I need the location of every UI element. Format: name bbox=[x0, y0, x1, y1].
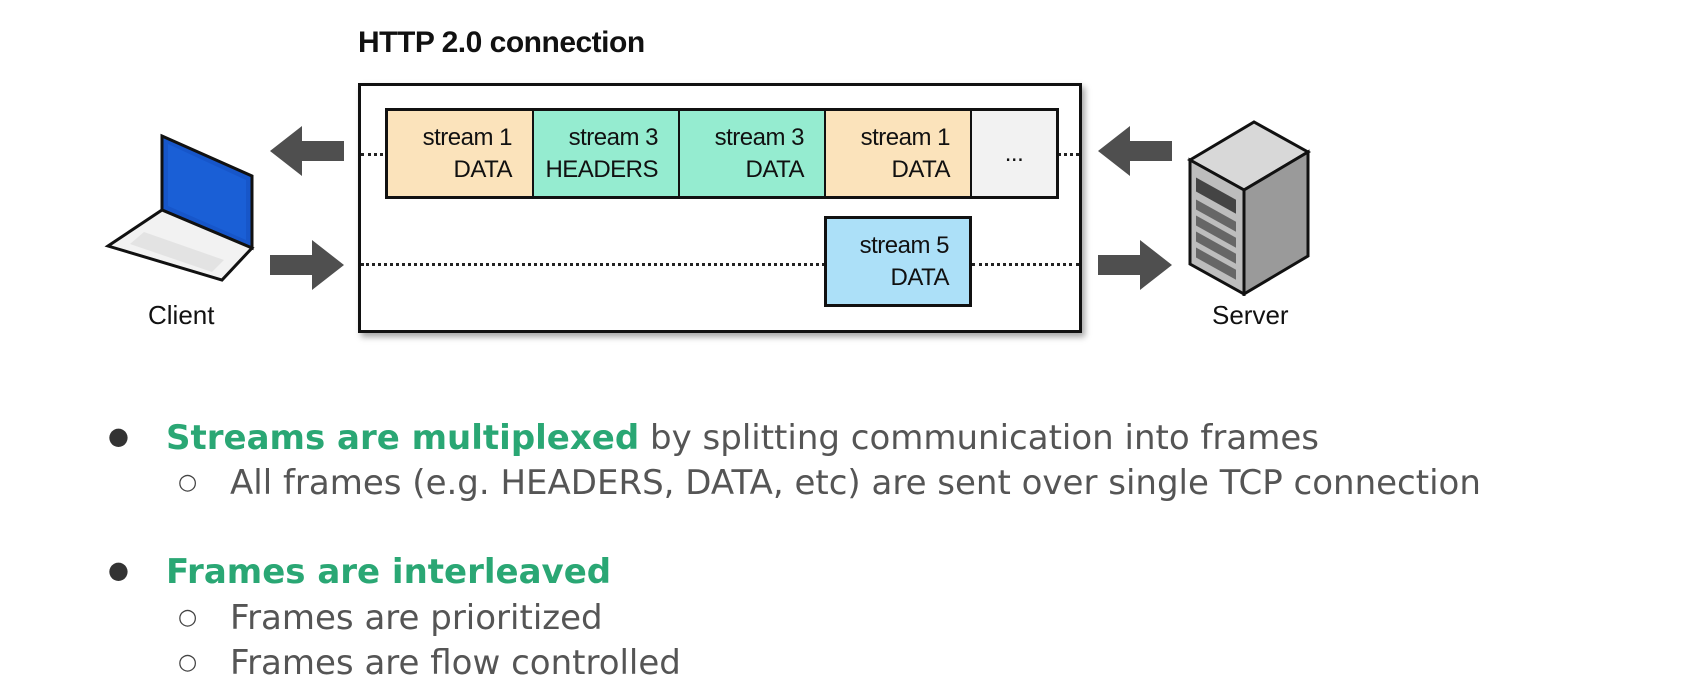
bullet-text: by splitting communication into frames bbox=[639, 418, 1319, 458]
frame-stream-3-headers: stream 3 HEADERS bbox=[534, 111, 680, 196]
sub-bullet-dot-icon: ○ bbox=[178, 650, 198, 675]
arrow-left-icon bbox=[270, 126, 344, 176]
sub-bullet-text: All frames (e.g. HEADERS, DATA, etc) are… bbox=[230, 463, 1481, 503]
frame-ellipsis: ... bbox=[972, 111, 1056, 196]
connection-box: stream 1 DATA stream 3 HEADERS stream 3 … bbox=[358, 83, 1082, 333]
top-frame-row: stream 1 DATA stream 3 HEADERS stream 3 … bbox=[385, 108, 1059, 199]
frame-label-line1: stream 3 bbox=[568, 123, 659, 151]
frame-label-line2: DATA bbox=[890, 263, 950, 291]
frame-label-line1: ... bbox=[1004, 139, 1024, 167]
sub-bullet-text: Frames are flow controlled bbox=[230, 643, 681, 683]
frame-label-line1: stream 5 bbox=[859, 231, 950, 259]
client-label: Client bbox=[148, 300, 215, 330]
frame-label-line1: stream 3 bbox=[714, 123, 805, 151]
diagram-title: HTTP 2.0 connection bbox=[358, 26, 645, 59]
sub-bullet-item: ○ All frames (e.g. HEADERS, DATA, etc) a… bbox=[108, 463, 1481, 503]
frame-label-line2: DATA bbox=[891, 155, 951, 183]
arrow-right-icon bbox=[1098, 240, 1172, 290]
bullet-item: ● Streams are multiplexed by splitting c… bbox=[108, 418, 1319, 458]
laptop-icon bbox=[104, 133, 255, 282]
arrow-right-icon bbox=[270, 240, 344, 290]
bottom-frame-row: stream 5 DATA bbox=[824, 216, 972, 307]
server-icon bbox=[1186, 120, 1312, 296]
arrow-left-icon bbox=[1098, 126, 1172, 176]
bullet-dot-icon: ● bbox=[108, 422, 129, 450]
frame-label-line1: stream 1 bbox=[860, 123, 951, 151]
sub-bullet-dot-icon: ○ bbox=[178, 605, 198, 630]
frame-stream-1-data: stream 1 DATA bbox=[388, 111, 534, 196]
sub-bullet-item: ○ Frames are flow controlled bbox=[108, 643, 681, 683]
bullet-highlight: Frames are interleaved bbox=[166, 552, 612, 592]
bullet-item: ● Frames are interleaved bbox=[108, 552, 611, 592]
sub-bullet-text: Frames are prioritized bbox=[230, 598, 603, 638]
frame-label-line2: DATA bbox=[745, 155, 805, 183]
server-label: Server bbox=[1212, 300, 1289, 330]
frame-stream-5-data: stream 5 DATA bbox=[827, 219, 969, 304]
frame-stream-3-data: stream 3 DATA bbox=[680, 111, 826, 196]
sub-bullet-item: ○ Frames are prioritized bbox=[108, 598, 603, 638]
sub-bullet-dot-icon: ○ bbox=[178, 470, 198, 495]
frame-label-line2: HEADERS bbox=[545, 155, 658, 183]
bullet-highlight: Streams are multiplexed bbox=[166, 418, 640, 458]
frame-label-line1: stream 1 bbox=[422, 123, 513, 151]
frame-label-line2: DATA bbox=[453, 155, 513, 183]
bullet-dot-icon: ● bbox=[108, 556, 129, 584]
frame-stream-1-data: stream 1 DATA bbox=[826, 111, 972, 196]
